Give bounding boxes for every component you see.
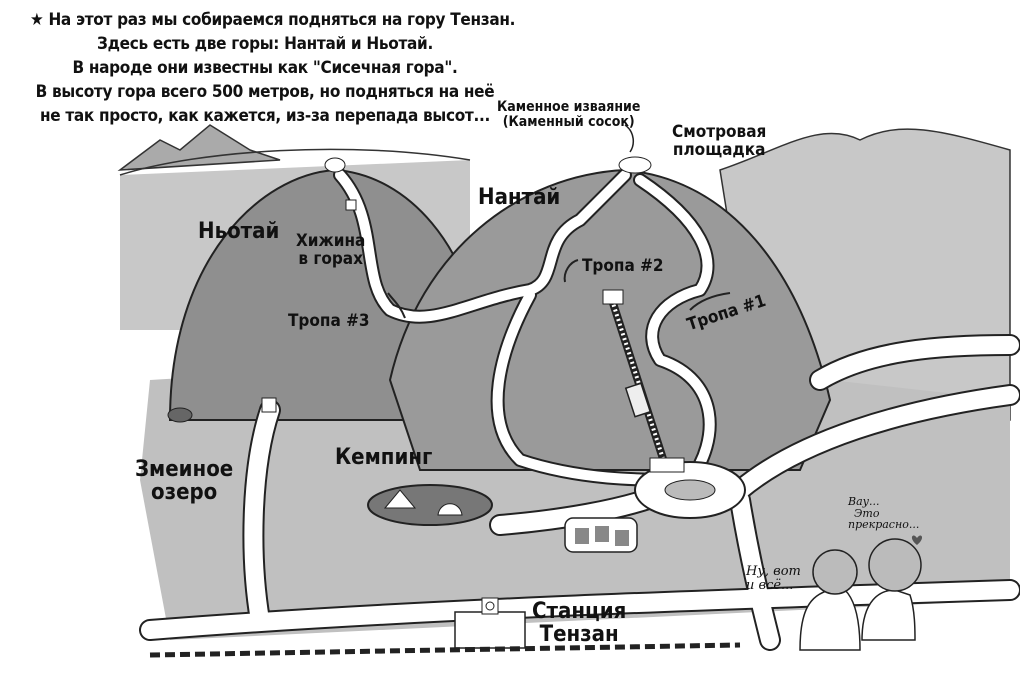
upper-station [602, 289, 624, 305]
tent-icon [437, 503, 463, 516]
pointer-arrow [624, 124, 635, 153]
camping-area [367, 484, 493, 526]
trail-arrow [563, 259, 579, 283]
viewpoint-icon [618, 156, 652, 174]
station-building [454, 611, 526, 649]
lower-station [649, 457, 685, 473]
lake-building [261, 397, 277, 413]
snake-lake [167, 407, 193, 423]
label-nyotai: Ньотай [198, 219, 280, 244]
star-icon: ★ [30, 10, 49, 30]
heart-icon [911, 535, 923, 545]
label-trail-3: Тропа #3 [288, 311, 370, 331]
hut-icon [345, 199, 357, 211]
character-right [861, 538, 922, 641]
label-nantai: Нантай [478, 185, 561, 210]
stone-statue [324, 157, 346, 173]
cable-car [624, 382, 652, 418]
label-stone-statue: Каменное изваяние(Каменный сосок) [497, 99, 641, 130]
label-trail-2: Тропа #2 [582, 256, 664, 276]
intro-text: ★ На этот раз мы собираемся подняться на… [30, 10, 516, 126]
railway [149, 642, 741, 658]
character-left [799, 549, 861, 651]
label-camping: Кемпинг [335, 445, 433, 470]
tent-icon [383, 489, 417, 509]
trail-arrow [689, 292, 731, 311]
trail-arrow [387, 292, 406, 319]
background-mountains [117, 124, 281, 171]
